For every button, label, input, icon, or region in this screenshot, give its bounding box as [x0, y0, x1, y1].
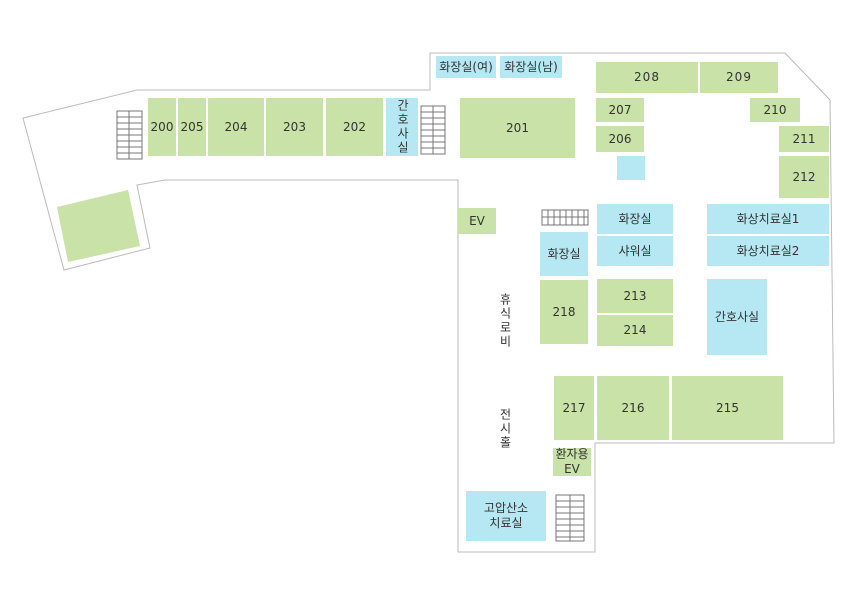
exhibition-hall-label: 전시홀	[498, 408, 512, 450]
room-213[interactable]: 213	[597, 279, 673, 313]
utility-room	[617, 156, 645, 180]
restroom-center[interactable]: 화장실	[597, 204, 673, 234]
room-201[interactable]: 201	[460, 98, 575, 158]
room-218[interactable]: 218	[540, 280, 588, 344]
stairs-icon	[555, 494, 585, 542]
room-211[interactable]: 211	[779, 126, 829, 152]
restroom-lobby[interactable]: 화장실	[540, 232, 588, 276]
room-217[interactable]: 217	[554, 376, 594, 440]
burn-treatment-room-1[interactable]: 화상치료실1	[707, 204, 829, 234]
restroom-men[interactable]: 화장실(남)	[500, 56, 562, 78]
room-203[interactable]: 203	[266, 98, 323, 156]
restroom-women[interactable]: 화장실(여)	[436, 56, 496, 78]
room-212[interactable]: 212	[779, 156, 829, 198]
lounge-label: 휴식로비	[498, 293, 512, 349]
outdoor-area	[57, 190, 140, 262]
room-209[interactable]: 209	[700, 62, 778, 93]
stairs-icon	[420, 105, 446, 155]
nurse-station-east[interactable]: 간호사실	[707, 279, 767, 355]
stairs-icon	[541, 209, 589, 226]
stairs-icon	[116, 110, 143, 160]
burn-treatment-room-2[interactable]: 화상치료실2	[707, 236, 829, 266]
room-208[interactable]: 208	[596, 62, 698, 93]
room-205[interactable]: 205	[178, 98, 206, 156]
nurse-station-west[interactable]: 간호사실	[386, 98, 418, 156]
elevator[interactable]: EV	[458, 208, 496, 234]
room-202[interactable]: 202	[326, 98, 383, 156]
room-210[interactable]: 210	[750, 98, 800, 122]
room-215[interactable]: 215	[672, 376, 783, 440]
room-214[interactable]: 214	[597, 315, 673, 346]
room-200[interactable]: 200	[148, 98, 176, 156]
hyperbaric-oxygen-room[interactable]: 고압산소 치료실	[466, 491, 546, 541]
room-206[interactable]: 206	[596, 126, 644, 152]
room-216[interactable]: 216	[597, 376, 669, 440]
patient-elevator[interactable]: 환자용 EV	[553, 447, 591, 476]
room-207[interactable]: 207	[596, 98, 644, 122]
room-204[interactable]: 204	[208, 98, 264, 156]
shower-room[interactable]: 샤워실	[597, 236, 673, 266]
